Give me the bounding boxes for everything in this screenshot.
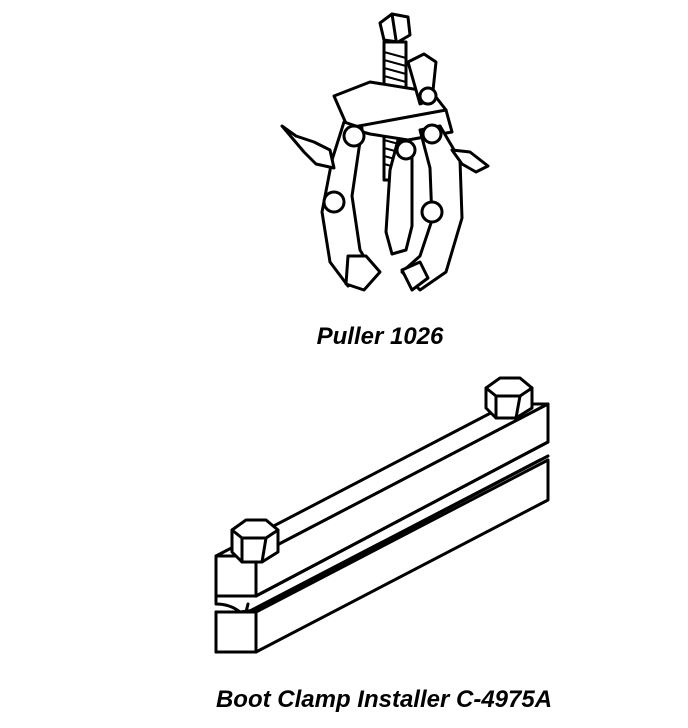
puller-caption: Puller 1026 — [316, 323, 444, 350]
boot-clamp-installer-caption: Boot Clamp Installer C-4975A — [215, 686, 553, 713]
